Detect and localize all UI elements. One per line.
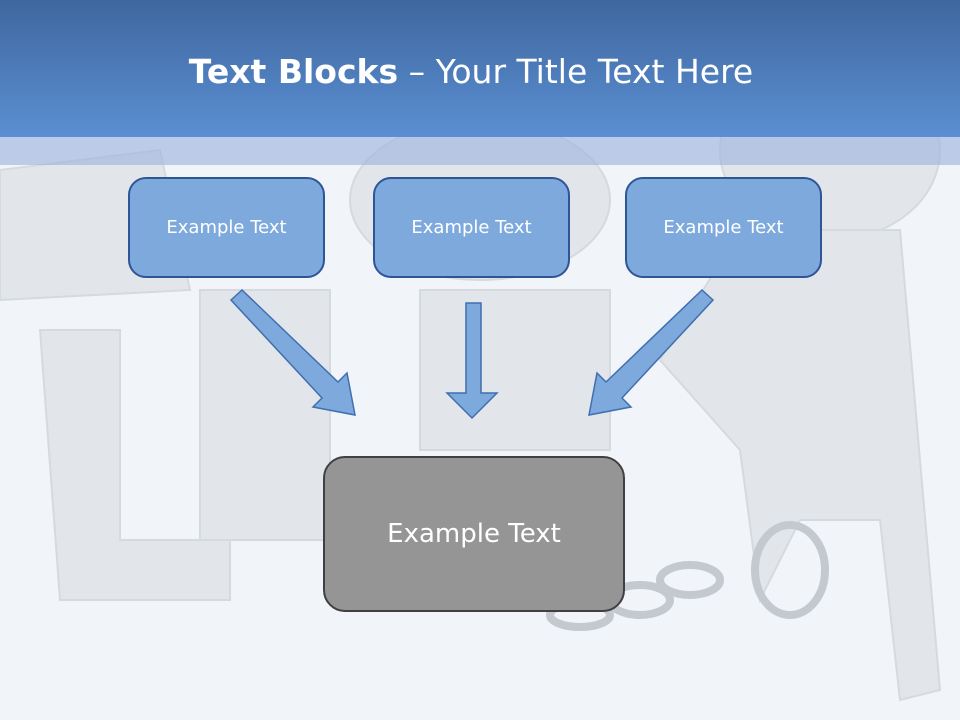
title-band xyxy=(0,137,960,165)
arrow-down xyxy=(445,302,499,420)
main-text-label: Example Text xyxy=(387,519,561,549)
arrow-down-right xyxy=(229,288,356,416)
arrow-down-left xyxy=(588,288,715,416)
text-block-label: Example Text xyxy=(411,217,532,238)
text-block-label: Example Text xyxy=(663,217,784,238)
slide-title: Text Blocks – Your Title Text Here xyxy=(0,52,942,91)
text-block-1[interactable]: Example Text xyxy=(128,177,325,278)
title-bar xyxy=(0,0,960,137)
text-block-label: Example Text xyxy=(166,217,287,238)
title-rest: – Your Title Text Here xyxy=(398,52,754,91)
text-block-3[interactable]: Example Text xyxy=(625,177,822,278)
title-bold: Text Blocks xyxy=(188,52,399,91)
text-block-2[interactable]: Example Text xyxy=(373,177,570,278)
main-text-block[interactable]: Example Text xyxy=(323,456,625,612)
